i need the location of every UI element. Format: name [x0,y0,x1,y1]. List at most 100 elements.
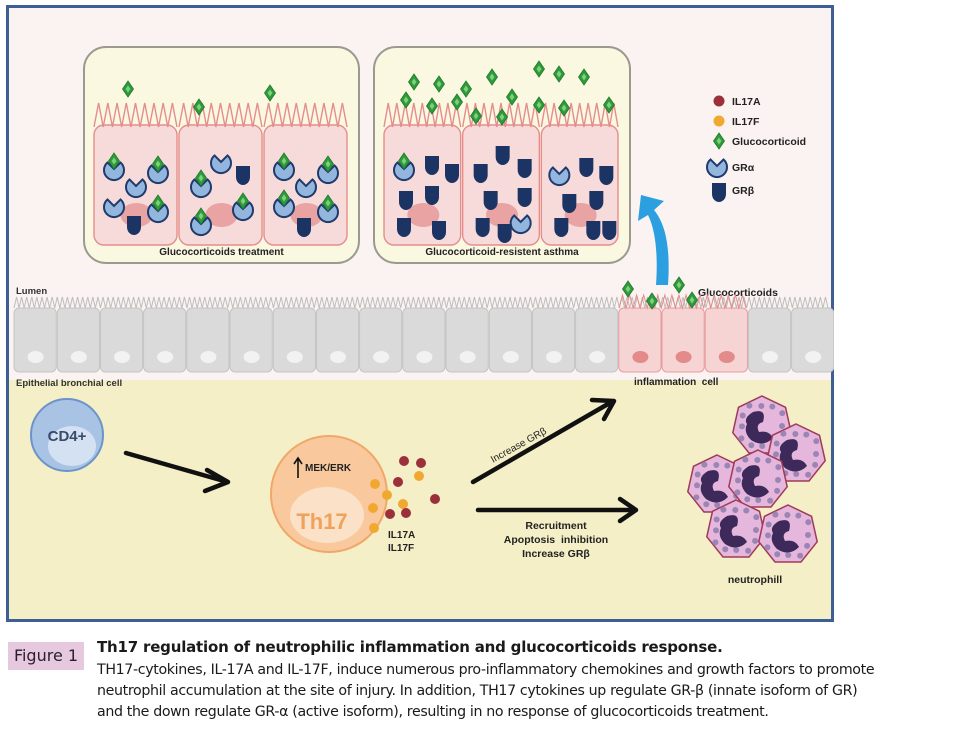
il17a-label: IL17A [388,530,415,541]
il17f-particle [382,490,392,500]
granule [694,482,701,489]
cilia [461,102,541,128]
lobed-nucleus [771,520,799,553]
nucleus [205,203,238,227]
granule [733,546,740,553]
granule [779,423,785,429]
granule [773,451,780,458]
bronchial-cell [488,307,532,373]
granule [745,547,752,554]
granule [735,477,742,484]
cell-body [461,124,541,246]
neutrophil-label: neutrophill [728,574,782,586]
cd4-cell: CD4+ [30,398,104,472]
gr-beta-receptor [425,186,439,205]
gr-beta-receptor [517,188,532,207]
cell-nucleus [114,351,130,363]
blue-curved-arrow-icon [638,195,669,285]
legend-il17a-label: IL17A [732,96,761,108]
il17a-particle [401,508,411,518]
caption-line: TH17-cytokines, IL-17A and IL-17F, induc… [97,662,875,678]
granule [785,551,792,558]
legend-gr-beta-icon [712,183,726,202]
up-arrow-icon [293,456,303,478]
granule [742,456,749,463]
granule [739,423,746,430]
granule [792,431,799,438]
granule [724,462,731,469]
cell-nucleus [805,351,822,363]
inflammation-cell [661,307,705,373]
neutrophil-cluster [686,395,827,563]
cd4-label: CD4+ [48,428,87,445]
gr-beta-receptor [497,224,512,243]
cell-nucleus [373,351,390,363]
inflamed-cilia [618,293,747,310]
granule [744,496,751,503]
cell-nucleus [157,351,174,363]
bronchial-cell [445,307,489,373]
epithelial-layer [13,276,834,373]
bronchial-cell [747,307,792,373]
granule [765,457,772,464]
granule [703,501,710,508]
il17a-particle [385,509,395,519]
il17a-particle [399,456,409,466]
cell-nucleus [459,351,476,363]
cell-nucleus [200,351,217,363]
cell-nucleus [416,351,433,363]
gr-beta-receptor [579,158,594,177]
bronchial-cell [13,307,57,373]
bronchial-cell [143,307,187,373]
granule [803,431,810,438]
legend-glucocorticoid-label: Glucocorticoid [732,136,806,148]
granule [767,497,774,504]
granule [764,544,771,551]
granule [780,430,787,437]
gr-beta-receptor [236,166,250,185]
cell-body [383,124,462,246]
granule [812,461,819,468]
granule [714,501,721,508]
gr-beta-receptor [445,164,459,183]
granule [779,410,786,417]
legend-gr-beta-label: GRβ [732,185,755,197]
legend-il17f-label: IL17F [732,116,760,128]
lumen-label: Lumen [16,286,47,297]
neutrophil-cell [757,504,819,563]
caption-line: neutrophil accumulation at the site of i… [97,683,858,699]
granule [795,512,802,519]
granule [734,489,741,496]
recruitment-label: Recruitment [525,520,587,532]
granule [769,403,776,410]
cell-body [540,124,619,246]
neutrophil-cell [727,449,789,508]
il17f-particle [398,499,408,509]
legend: IL17A IL17F Glucocorticoid GRα GRβ [706,95,806,202]
cell-nucleus [762,351,778,363]
gr-beta-receptor [517,159,532,178]
cilia [178,102,263,128]
granule [759,442,766,449]
il17f-label: IL17F [388,543,414,554]
granule [773,440,780,447]
granule [743,507,750,514]
granule [739,412,746,419]
cell-nucleus [502,351,519,363]
epithelial-cell [540,102,619,246]
gr-beta-receptor [562,194,577,213]
caption-line: and the down regulate GR-α (active isofo… [97,704,769,720]
granule [722,546,729,553]
gr-beta-receptor [397,218,411,237]
granule [765,532,772,539]
lobed-nucleus [700,470,728,503]
gr-beta-receptor [599,166,614,185]
gr-beta-receptor [483,191,498,210]
figure-diagram: Glucocorticoids treatment Glucocorticoid… [6,5,834,622]
granule [775,477,781,483]
th17-cell: Th17 MEK/ERK [270,435,388,553]
cell-nucleus [546,351,562,363]
granule [772,511,779,518]
arrow-head [617,496,639,524]
granule [735,466,742,473]
